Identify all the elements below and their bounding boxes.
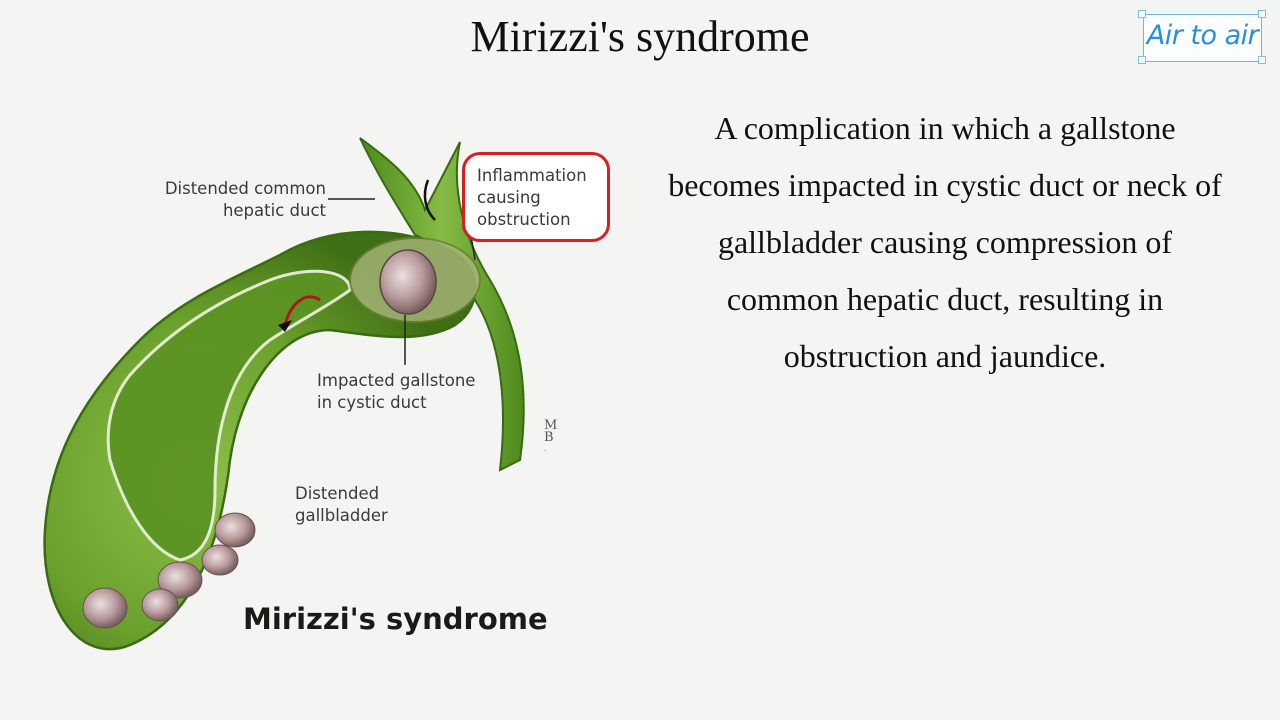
inflammation-callout: Inflammation causing obstruction [462,152,610,242]
label-line: gallbladder [295,506,388,525]
gallstone [141,588,179,622]
label-line: in cystic duct [317,393,427,412]
gallbladder-lumen [106,269,352,562]
label-hepatic-duct: Distended common hepatic duct [146,178,326,222]
gallstone [82,587,128,629]
air-to-air-logo: Air to air [1135,10,1268,66]
logo-corner [1138,56,1146,64]
slide-description: A complication in which a gallstone beco… [668,110,1222,374]
mirizzi-diagram: Distended common hepatic duct Inflammati… [30,130,630,670]
label-line: causing [477,188,541,207]
logo-frame [1143,14,1262,62]
label-line: hepatic duct [222,201,326,220]
gallstone [214,512,256,548]
logo-corner [1258,10,1266,18]
logo-corner [1138,10,1146,18]
gallstone [201,544,239,576]
gallstone [157,561,203,599]
slide-title: Mirizzi's syndrome [470,12,810,61]
common-bile-duct [359,137,525,472]
logo-text: Air to air [1146,20,1259,51]
bile-flow-arrow [278,320,292,332]
label-line: Inflammation [477,166,587,185]
label-line: obstruction [477,210,571,229]
bile-flow-arrow [283,295,321,326]
label-line: Distended [295,484,380,503]
gallbladder-illustration [43,137,525,651]
duct-flow-arrow [423,179,436,221]
impacted-gallstone [379,249,437,315]
label-line: Impacted gallstone [317,371,476,390]
label-distended-gallbladder: Distended gallbladder [295,483,388,527]
diagram-caption: Mirizzi's syndrome [243,602,548,636]
label-line: Distended common [164,179,326,198]
label-impacted-gallstone: Impacted gallstone in cystic duct [317,370,475,414]
label-inflammation: Inflammation causing obstruction [477,165,587,231]
logo-corner [1258,56,1266,64]
